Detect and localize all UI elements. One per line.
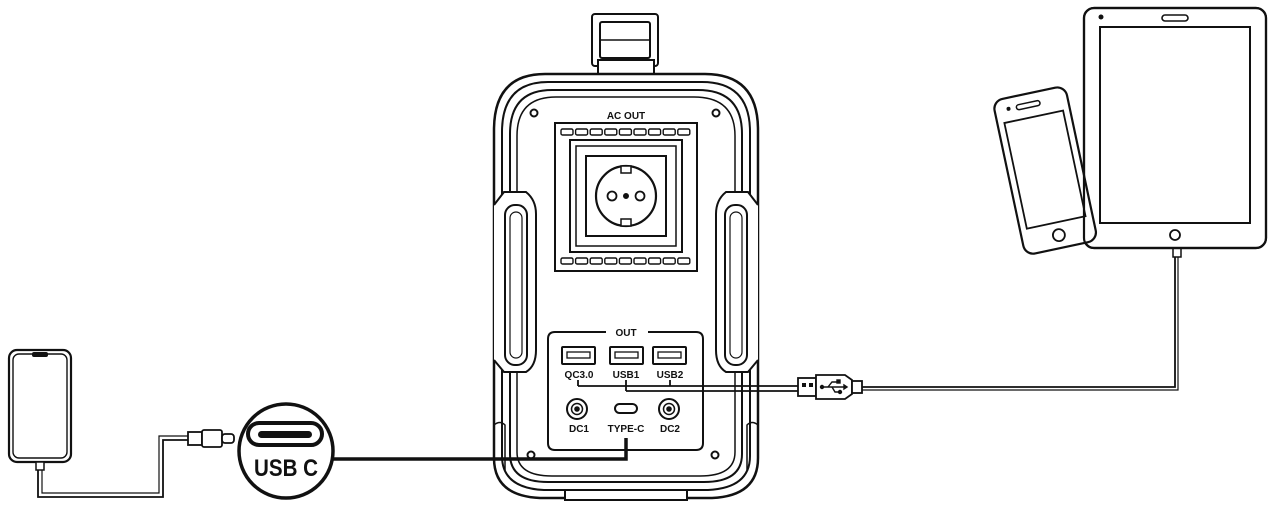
usb-c-badge <box>237 402 335 500</box>
dc2-port[interactable] <box>658 398 680 420</box>
vent-slot <box>618 257 633 265</box>
vent-slot <box>647 257 662 265</box>
vent-slot <box>633 128 647 136</box>
vent-slot <box>604 128 618 136</box>
home-button-icon <box>1051 228 1066 243</box>
usb-cable-to-tablet <box>862 256 1176 388</box>
vent-slot <box>574 128 589 136</box>
vent-slot <box>604 257 618 265</box>
side-grip-left <box>493 191 537 373</box>
power-station <box>492 13 760 501</box>
usb-c-cable-edge <box>41 435 190 494</box>
usb-c-badge-label: USB C <box>254 455 318 482</box>
dc1-label: DC1 <box>569 424 589 435</box>
ac-out-label: AC OUT <box>607 111 645 122</box>
usb-trident-icon <box>819 379 849 395</box>
screw-icon <box>711 108 721 118</box>
usb2-label: USB2 <box>657 370 684 381</box>
phone-tilted <box>993 86 1098 255</box>
vent-slot <box>574 257 589 265</box>
usb-c-plug <box>187 429 235 448</box>
screw-icon <box>529 108 539 118</box>
vent-slot <box>589 257 603 265</box>
vent-slot <box>560 257 574 265</box>
vent-slot <box>618 128 633 136</box>
tablet <box>1082 6 1268 250</box>
usb-port-2[interactable] <box>652 346 687 365</box>
vent-slot <box>560 128 574 136</box>
smartphone-left <box>7 348 73 471</box>
type-c-label: TYPE-C <box>608 424 645 435</box>
vent-slot <box>647 128 662 136</box>
usb-output-lines <box>577 380 798 392</box>
out-label: OUT <box>615 328 636 339</box>
vent-slot <box>662 257 676 265</box>
usb-c-cable <box>37 439 190 498</box>
usb1-label: USB1 <box>613 370 640 381</box>
home-button-icon <box>1169 229 1181 241</box>
vent-slot <box>662 128 676 136</box>
side-grip-right <box>715 191 759 373</box>
type-c-port[interactable] <box>614 403 638 414</box>
vent-slot <box>633 257 647 265</box>
usb-cable-to-tablet-edge <box>862 256 1179 391</box>
ac-out-panel <box>554 122 698 272</box>
dc1-port[interactable] <box>566 398 588 420</box>
vent-slot <box>589 128 603 136</box>
schuko-socket-icon[interactable] <box>594 164 658 228</box>
vent-row-bottom <box>560 257 691 265</box>
vent-slot <box>677 257 691 265</box>
usb-port-qc[interactable] <box>561 346 596 365</box>
usb-port-1[interactable] <box>609 346 644 365</box>
usb-a-plug <box>797 374 863 400</box>
screw-icon <box>710 450 720 460</box>
type-c-cable <box>333 438 628 461</box>
vent-slot <box>677 128 691 136</box>
vent-row-top <box>560 128 691 136</box>
qc-label: QC3.0 <box>565 370 594 381</box>
carry-handle <box>591 13 659 79</box>
dc2-label: DC2 <box>660 424 680 435</box>
